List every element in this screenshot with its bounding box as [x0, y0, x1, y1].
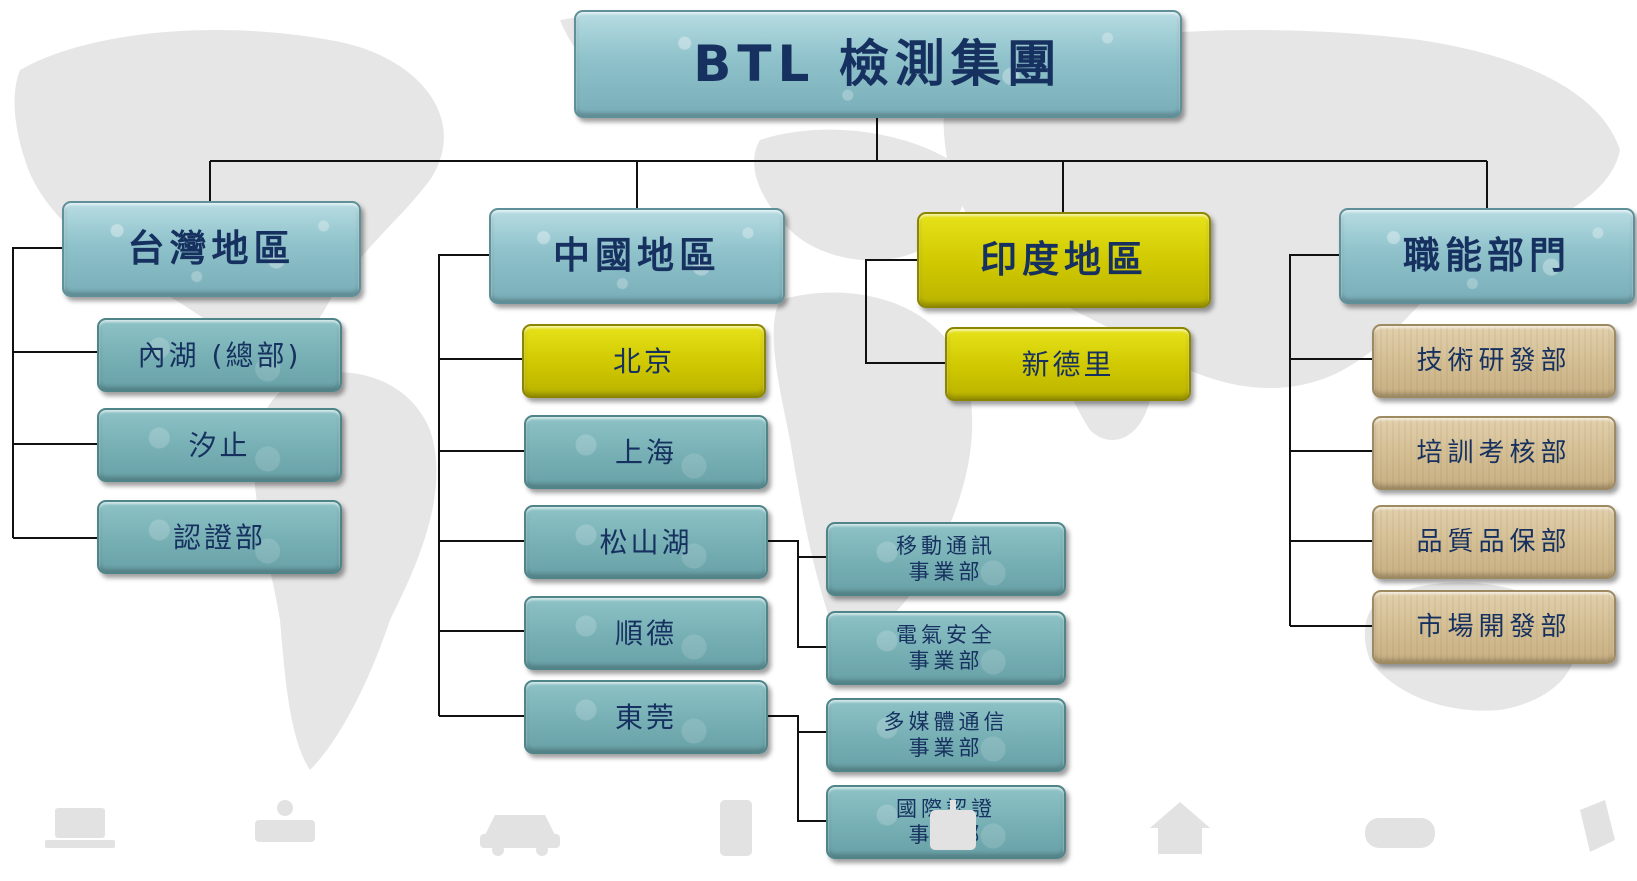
unit-mobile-communications: 移動通訊 事業部 — [826, 522, 1066, 596]
router-icon — [255, 800, 315, 842]
connector-songshan-units — [768, 540, 826, 558]
connector-taiwan-spine — [12, 247, 62, 538]
branch-certification: 認證部 — [97, 500, 342, 574]
dept-quality: 品質品保部 — [1372, 505, 1616, 579]
unit-line: 事業部 — [908, 560, 984, 584]
unit-multimedia-communications: 多媒體通信 事業部 — [826, 698, 1066, 772]
connector-dongguan-units — [768, 715, 826, 733]
branch-dongguan: 東莞 — [524, 680, 768, 754]
region-header-india: 印度地區 — [917, 212, 1211, 308]
unit-line: 事業部 — [908, 649, 984, 673]
branch-neihu: 內湖 (總部) — [97, 318, 342, 392]
unit-line: 事業部 — [908, 736, 984, 760]
game-controller-icon — [1365, 818, 1435, 848]
region-header-functions: 職能部門 — [1339, 208, 1635, 304]
hand-device-icon — [1580, 800, 1615, 852]
laptop-icon — [45, 808, 115, 848]
unit-line: 電氣安全 — [896, 622, 996, 647]
phone-icon — [720, 800, 752, 856]
region-header-china: 中國地區 — [489, 208, 785, 304]
branch-shanghai: 上海 — [524, 415, 768, 489]
dept-rnd: 技術研發部 — [1372, 324, 1616, 398]
branch-new-delhi: 新德里 — [945, 327, 1191, 401]
connector-india-spine — [865, 259, 945, 364]
connector-functions-spine — [1289, 254, 1339, 626]
branch-shunde: 順德 — [524, 596, 768, 670]
dept-training: 培訓考核部 — [1372, 416, 1616, 490]
car-icon — [480, 815, 560, 856]
connector-china-spine — [438, 254, 489, 716]
medical-device-icon — [930, 800, 976, 850]
unit-electrical-safety: 電氣安全 事業部 — [826, 611, 1066, 685]
root-node: BTL 檢測集團 — [574, 10, 1182, 118]
region-header-taiwan: 台灣地區 — [62, 201, 361, 297]
branch-beijing: 北京 — [522, 324, 766, 398]
branch-xizhi: 汐止 — [97, 408, 342, 482]
dept-marketing: 市場開發部 — [1372, 590, 1616, 664]
unit-line: 多媒體通信 — [883, 709, 1009, 734]
house-icon — [1150, 802, 1210, 854]
branch-songshan-lake: 松山湖 — [524, 505, 768, 579]
unit-line: 移動通訊 — [896, 533, 996, 558]
bottom-icon-strip — [45, 800, 1615, 856]
